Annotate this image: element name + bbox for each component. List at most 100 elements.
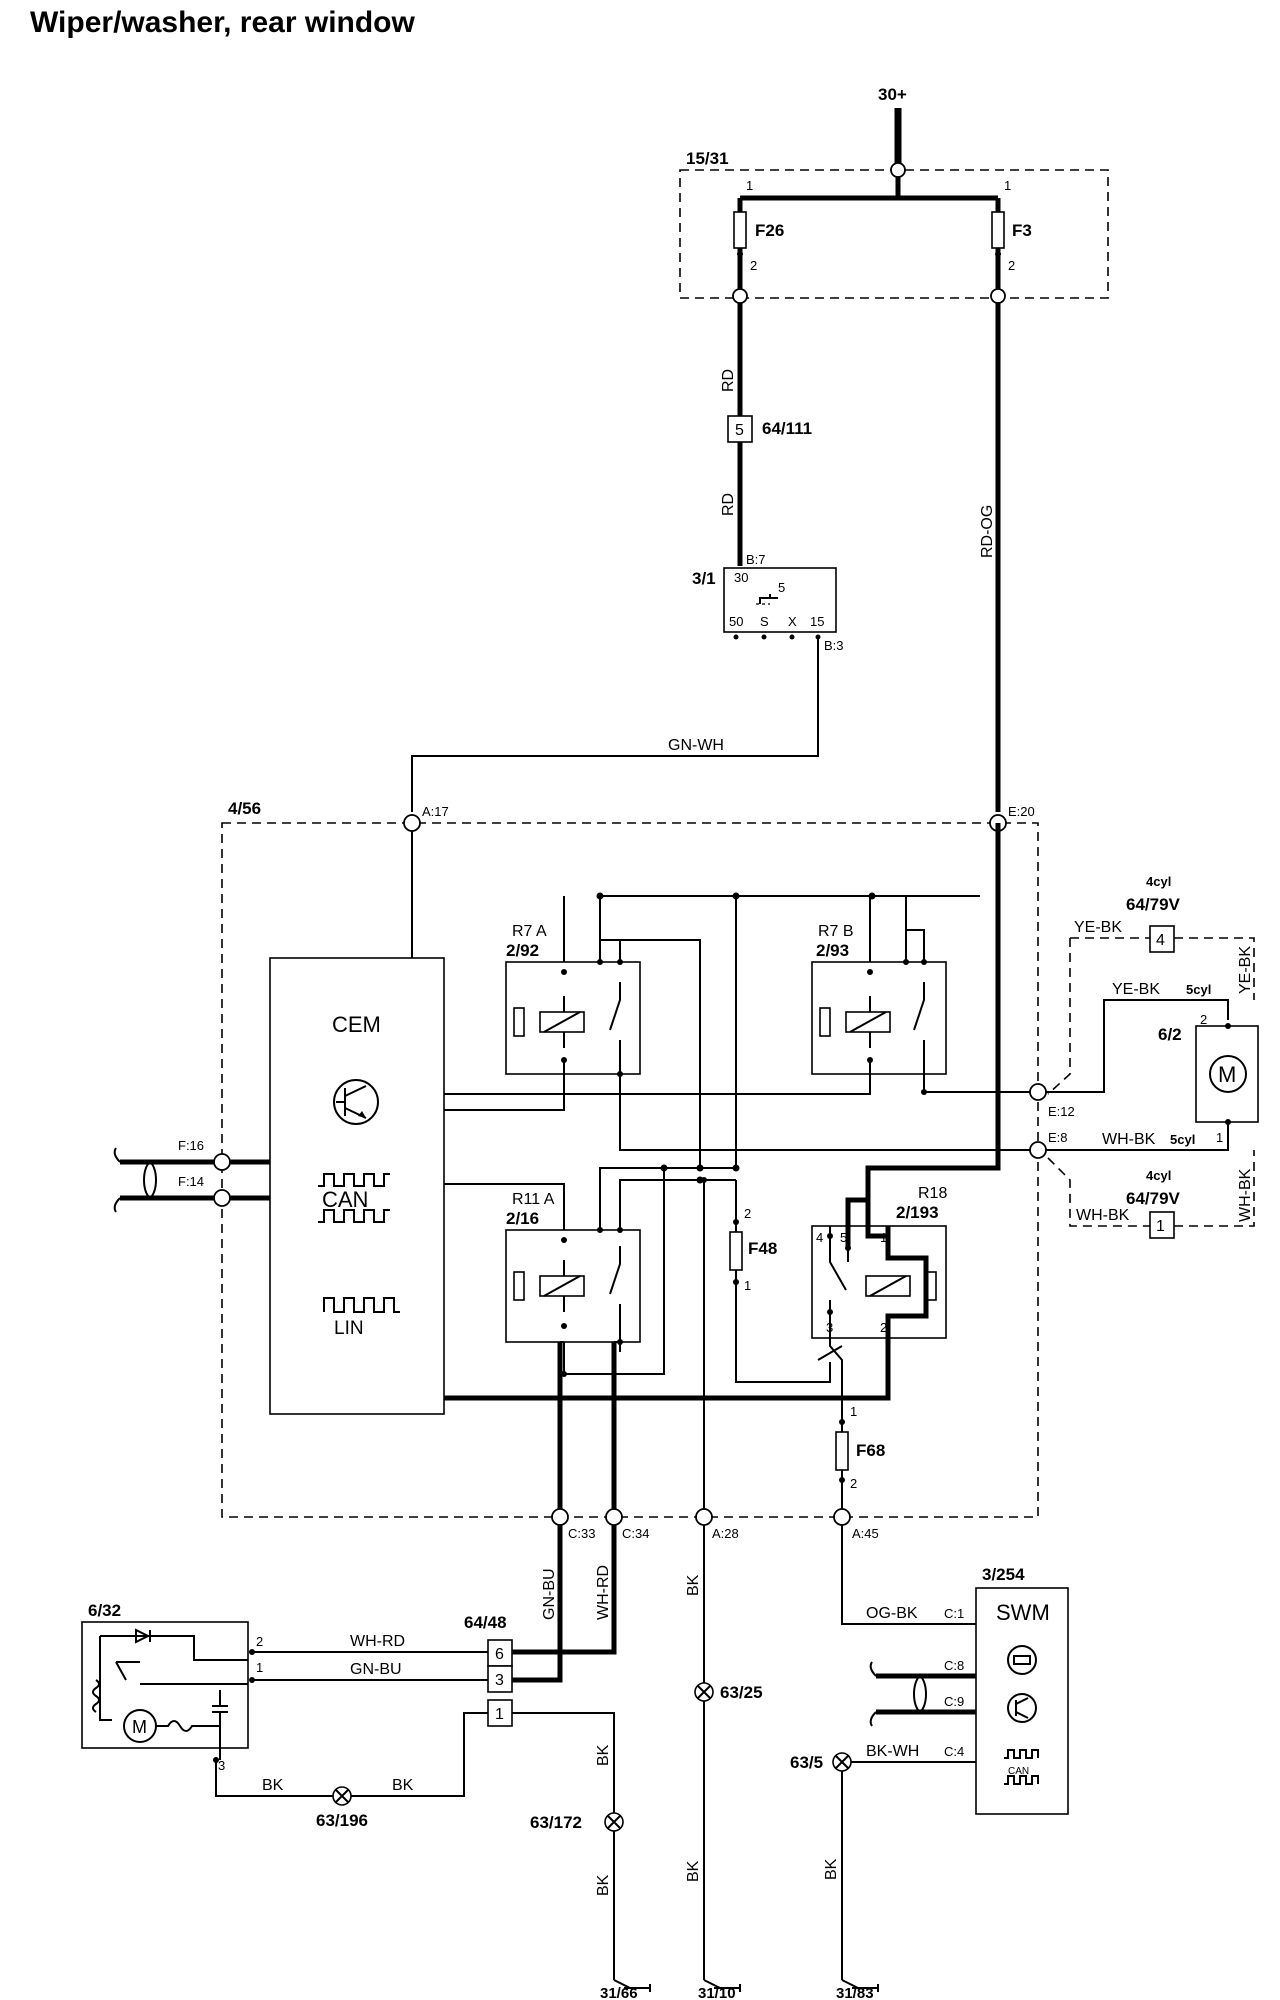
pin-c33-node bbox=[551, 1508, 569, 1526]
fuse-f48: 2 F48 1 bbox=[729, 1180, 831, 1383]
relay-r11a: R11 A 2/16 bbox=[444, 1167, 736, 1345]
washer-pump-ref: 6/32 bbox=[88, 1601, 121, 1620]
wire-label-bk-a28-b: BK bbox=[685, 1860, 702, 1882]
ground-splice-63-5: 63/5 bbox=[790, 1752, 852, 1772]
f68-pin-1: 1 bbox=[850, 1404, 857, 1419]
relay-r11a-name: R11 A bbox=[512, 1191, 555, 1208]
ground-63-25-label: 63/25 bbox=[720, 1683, 763, 1702]
wire-label-gn-wh: GN-WH bbox=[668, 737, 724, 754]
relay-r18-ref: 2/193 bbox=[896, 1203, 939, 1222]
wire-label-bk-pump-1: BK bbox=[262, 1777, 284, 1794]
f48-pin-1: 1 bbox=[744, 1278, 751, 1293]
pin-c33-label: C:33 bbox=[568, 1526, 595, 1541]
swm-pin-c9: C:9 bbox=[944, 1694, 964, 1709]
relay-r18-name: R18 bbox=[918, 1185, 947, 1202]
pin-f16-label: F:16 bbox=[178, 1138, 204, 1153]
pin-e12-label: E:12 bbox=[1048, 1104, 1075, 1119]
wire-label-gn-bu-1: GN-BU bbox=[541, 1568, 558, 1620]
f3-label: F3 bbox=[1012, 221, 1032, 240]
connector-64-48-label: 64/48 bbox=[464, 1613, 507, 1632]
pin-a45-label: A:45 bbox=[852, 1526, 879, 1541]
f68-pin-2: 2 bbox=[850, 1476, 857, 1491]
swm-pin-c8: C:8 bbox=[944, 1658, 964, 1673]
swm-module-3-254: 3/254 SWM C:1 C:8 C:9 C:4 CAN bbox=[944, 1565, 1069, 1815]
f68-body bbox=[835, 1431, 849, 1471]
connector-64-111-label: 64/111 bbox=[762, 419, 812, 438]
motor-icon bbox=[1209, 1055, 1247, 1093]
can-signal-icon: CAN bbox=[318, 1173, 390, 1223]
connector-64-48-pin-6: 6 bbox=[495, 1646, 504, 1663]
pin-a17-label: A:17 bbox=[422, 804, 449, 819]
variant-bottom-pin: 1 bbox=[1156, 1218, 1165, 1235]
pin-a17-node bbox=[403, 814, 421, 832]
variant-top-engine: 4cyl bbox=[1146, 874, 1171, 889]
f3-pin-1: 1 bbox=[1004, 178, 1011, 193]
ignition-switch-label: 3/1 bbox=[692, 569, 716, 588]
pin-e12-node bbox=[1029, 1083, 1047, 1101]
pin-e20-label: E:20 bbox=[1008, 804, 1035, 819]
wire-label-bk-pump-2: BK bbox=[392, 1777, 414, 1794]
pin-f16-node bbox=[213, 1153, 231, 1171]
variant-bottom-ref: 64/79V bbox=[1126, 1189, 1181, 1208]
fuse-f26 bbox=[733, 211, 747, 249]
swm-pin-c1: C:1 bbox=[944, 1606, 964, 1621]
fuse-f3 bbox=[991, 211, 1005, 249]
swm-ref: 3/254 bbox=[982, 1565, 1025, 1584]
five-cyl-label-top: 5cyl bbox=[1186, 982, 1211, 997]
relay-r7a: R7 A 2/92 bbox=[505, 896, 641, 1077]
swm-label: SWM bbox=[996, 1600, 1050, 1625]
r18-pin-5: 5 bbox=[840, 1230, 847, 1245]
variant-top-pin-box bbox=[1149, 925, 1175, 953]
washer-pump-pin-2: 2 bbox=[256, 1634, 263, 1649]
fuse-f68: 1 F68 2 bbox=[835, 1404, 885, 1509]
supply-junction bbox=[890, 162, 906, 178]
f26-output-node bbox=[732, 288, 748, 304]
pin-a28-label: A:28 bbox=[712, 1526, 739, 1541]
wiper-motor-ref: 6/2 bbox=[1158, 1025, 1182, 1044]
f48-body bbox=[729, 1231, 743, 1271]
wire-label-gn-bu-2: GN-BU bbox=[350, 1661, 402, 1678]
f26-pin-2: 2 bbox=[750, 258, 757, 273]
wire-label-wh-rd-2: WH-RD bbox=[350, 1633, 405, 1650]
terminal-15: 15 bbox=[810, 614, 824, 629]
variant-bottom-engine: 4cyl bbox=[1146, 1168, 1171, 1183]
r18-pin-4: 4 bbox=[816, 1230, 823, 1245]
wire-label-wh-bk-3: WH-BK bbox=[1237, 1168, 1254, 1222]
connector-64-48: 64/48 6 3 1 bbox=[464, 1613, 513, 1727]
terminal-x: X bbox=[788, 614, 797, 629]
wiper-motor-6-2: 6/2 2 1 M bbox=[1158, 1012, 1259, 1145]
wire-label-ye-bk-3: YE-BK bbox=[1112, 981, 1160, 998]
pin-c34-label: C:34 bbox=[622, 1526, 649, 1541]
ground-31-66: 31/66 bbox=[600, 1979, 651, 2000]
cem-module: CEM CAN LIN bbox=[269, 957, 445, 1415]
wire-rd-og-r18 bbox=[845, 823, 1001, 1248]
relay-r7b-ref: 2/93 bbox=[816, 941, 849, 960]
motor-symbol: M bbox=[1218, 1062, 1236, 1087]
f68-label: F68 bbox=[856, 1441, 885, 1460]
variant-top-pin: 4 bbox=[1156, 932, 1165, 949]
f48-label: F48 bbox=[748, 1239, 777, 1258]
relay-r7a-name: R7 A bbox=[512, 923, 547, 940]
f48-pin-2: 2 bbox=[744, 1206, 751, 1221]
ground-63-172-label: 63/172 bbox=[530, 1813, 582, 1832]
relay-r7b: R7 B 2/93 bbox=[811, 896, 947, 1095]
terminal-30: 30 bbox=[734, 570, 748, 585]
pin-a45-node bbox=[833, 1508, 851, 1526]
wire-label-og-bk: OG-BK bbox=[866, 1605, 918, 1622]
wire-label-ye-bk-1: YE-BK bbox=[1074, 919, 1122, 936]
cem-container-label: 4/56 bbox=[228, 799, 261, 818]
pin-a28-node bbox=[695, 1508, 713, 1526]
supply-and-fuse-box: 30+ 15/31 1 2 F26 1 2 F3 bbox=[679, 85, 1109, 304]
relay-r7b-name: R7 B bbox=[818, 923, 854, 940]
ignition-pin-b3: B:3 bbox=[824, 638, 844, 653]
ground-31-66-label: 31/66 bbox=[600, 1985, 638, 2000]
ground-31-83: 31/83 bbox=[836, 1979, 879, 2000]
f3-pin-2: 2 bbox=[1008, 258, 1015, 273]
wire-label-rd-1: RD bbox=[720, 369, 737, 392]
ground-splice-63-172: 63/172 bbox=[530, 1812, 624, 1832]
variant-top-ref: 64/79V bbox=[1126, 895, 1181, 914]
relay-r7a-ref: 2/92 bbox=[506, 941, 539, 960]
wire-label-ye-bk-2: YE-BK bbox=[1237, 946, 1254, 994]
wire-label-bk-63-5: BK bbox=[823, 1858, 840, 1880]
